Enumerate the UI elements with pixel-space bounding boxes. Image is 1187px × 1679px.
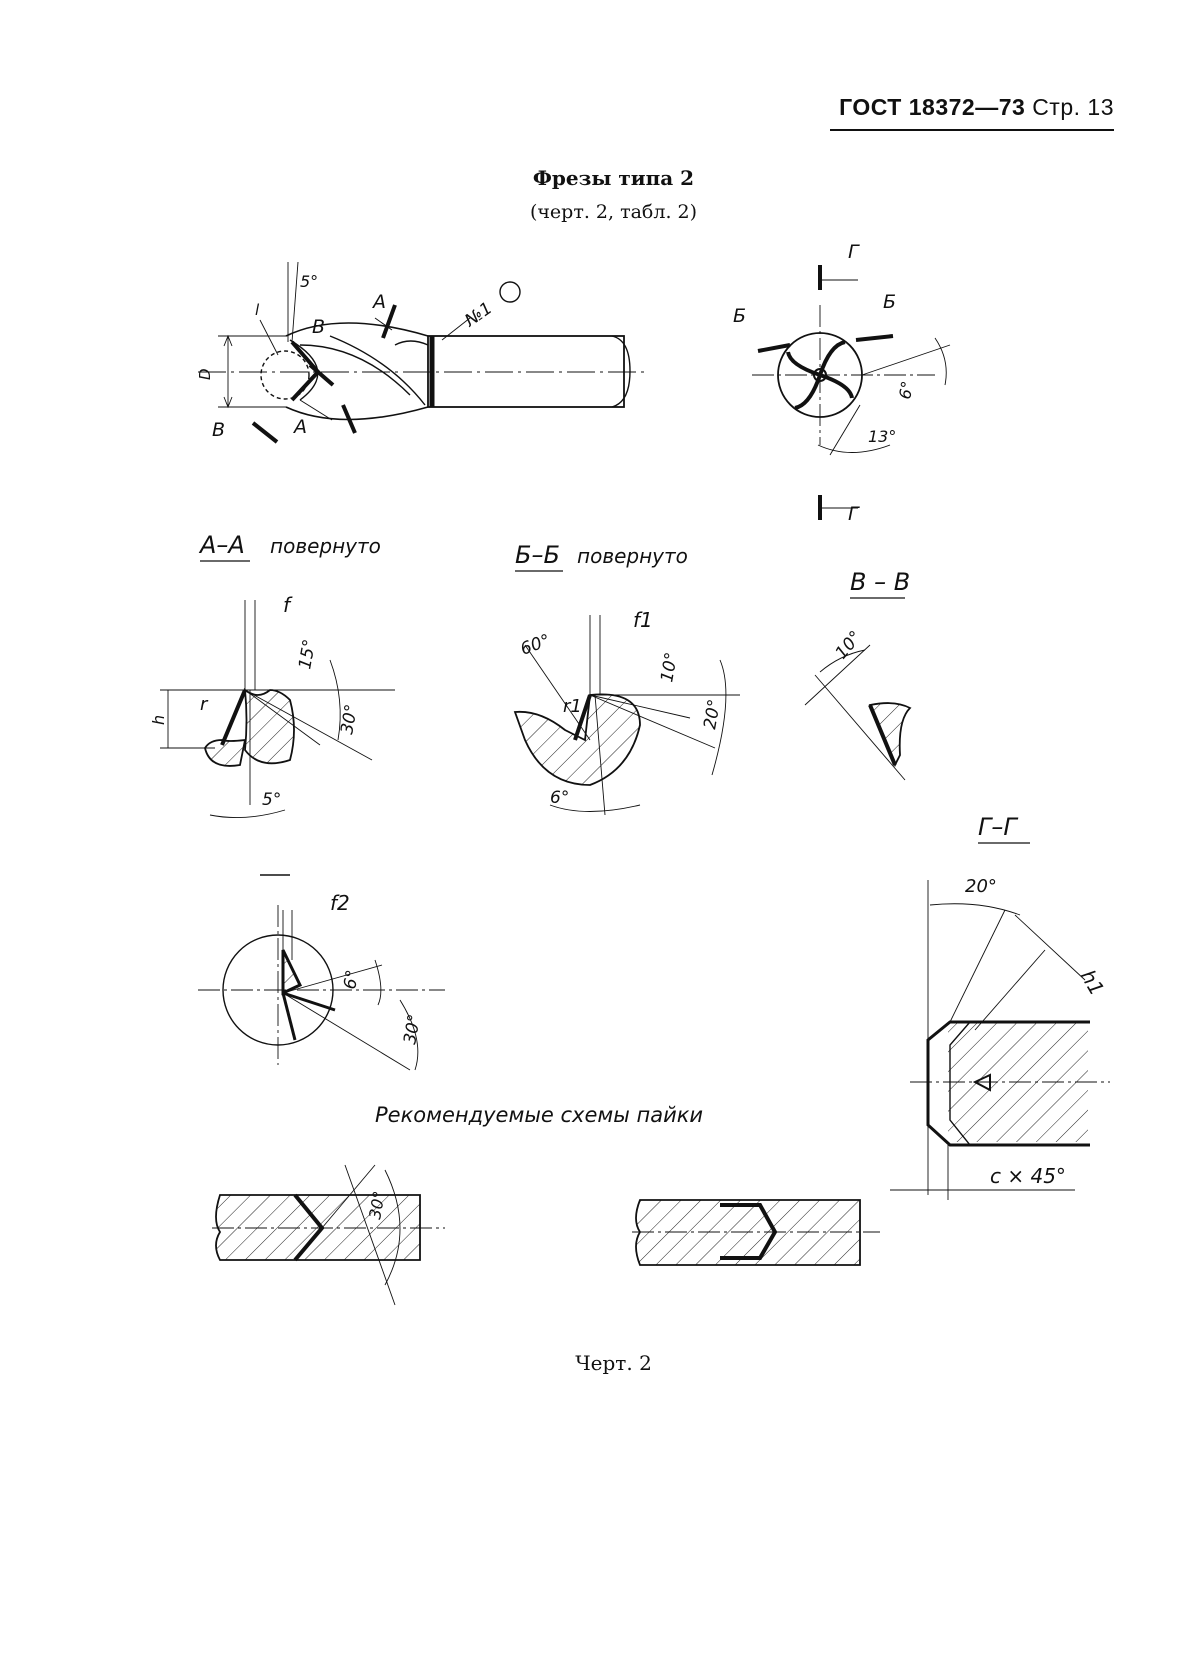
section-g-g: Г–Г 20° h1 c × 45°: [890, 813, 1110, 1200]
section-v-v-title: В – В: [850, 568, 910, 596]
dim-r-label: r: [200, 694, 209, 715]
bb-angle-6-label: 6°: [550, 788, 569, 808]
detail-f2-view: f2 6° 30°: [198, 874, 445, 1071]
page-number: Стр. 13: [1032, 94, 1114, 120]
detail-angle-30-label: 30°: [400, 1013, 425, 1046]
dim-f-label: f: [283, 593, 293, 617]
section-b-b: Б–Б повернуто f1 60° r1 10° 20° 6°: [513, 541, 740, 816]
solder-title: Рекомендуемые схемы пайки: [375, 1103, 703, 1127]
chamfer-label: c × 45°: [990, 1164, 1066, 1188]
figure-subtitle: (черт. 2, табл. 2): [529, 201, 698, 223]
standard-code: ГОСТ 18372—73: [839, 94, 1026, 120]
section-v-top: В: [312, 316, 325, 338]
aa-angle-15-label: 15°: [295, 638, 320, 671]
dim-f2-label: f2: [330, 891, 350, 915]
dim-h-label: h: [149, 715, 168, 725]
section-v-bottom: В: [212, 419, 225, 441]
section-g-top: Г: [848, 241, 860, 263]
section-b-b-note: повернуто: [577, 544, 688, 568]
detail-l-label: l: [255, 301, 260, 319]
solder-angle-30-label: 30°: [365, 1189, 389, 1220]
cutter-end-view: Г Г Б Б 6° 13°: [733, 241, 951, 525]
section-a-a-note: повернуто: [270, 534, 381, 558]
section-g-g-title: Г–Г: [978, 813, 1018, 841]
bb-angle-60-label: 60°: [518, 631, 553, 660]
section-b-b-title: Б–Б: [515, 541, 560, 569]
section-v-v: В – В 10°: [804, 568, 912, 781]
bb-angle-10-label: 10°: [657, 651, 682, 684]
soldering-schemes: Рекомендуемые схемы пайки 30°: [212, 1103, 880, 1306]
end-angle-13-label: 13°: [868, 427, 896, 446]
dim-d-label: D: [196, 368, 214, 380]
section-a-top: А: [371, 291, 386, 313]
figure-title: Фрезы типа 2: [532, 166, 695, 190]
cutter-side-view: D l 5° А А В В №1: [196, 261, 648, 444]
dim-r1-label: r1: [563, 696, 582, 717]
vv-angle-10-label: 10°: [832, 627, 867, 663]
section-a-a-title: А–А: [198, 531, 245, 559]
figure-caption: Черт. 2: [575, 1351, 652, 1375]
end-angle-6-label: 6°: [895, 379, 917, 400]
dim-f1-label: f1: [633, 608, 653, 632]
angle-5-label: 5°: [300, 272, 318, 291]
section-b-right: Б: [883, 291, 896, 313]
section-a-a: А–А повернуто h r f 15° 30° 5°: [149, 531, 395, 819]
marking-no1-label: №1: [461, 298, 497, 331]
detail-angle-6-label: 6°: [340, 968, 363, 991]
section-b-left: Б: [733, 305, 746, 327]
dim-h1-label: h1: [1076, 966, 1109, 1000]
bb-angle-20-label: 20°: [700, 698, 725, 731]
page-header: ГОСТ 18372—73 Стр. 13: [830, 94, 1114, 131]
gg-angle-20-label: 20°: [965, 876, 997, 897]
aa-angle-5-label: 5°: [262, 790, 281, 810]
section-g-bottom: Г: [848, 503, 860, 525]
aa-angle-30-label: 30°: [337, 703, 362, 736]
section-a-bottom: А: [292, 416, 307, 438]
